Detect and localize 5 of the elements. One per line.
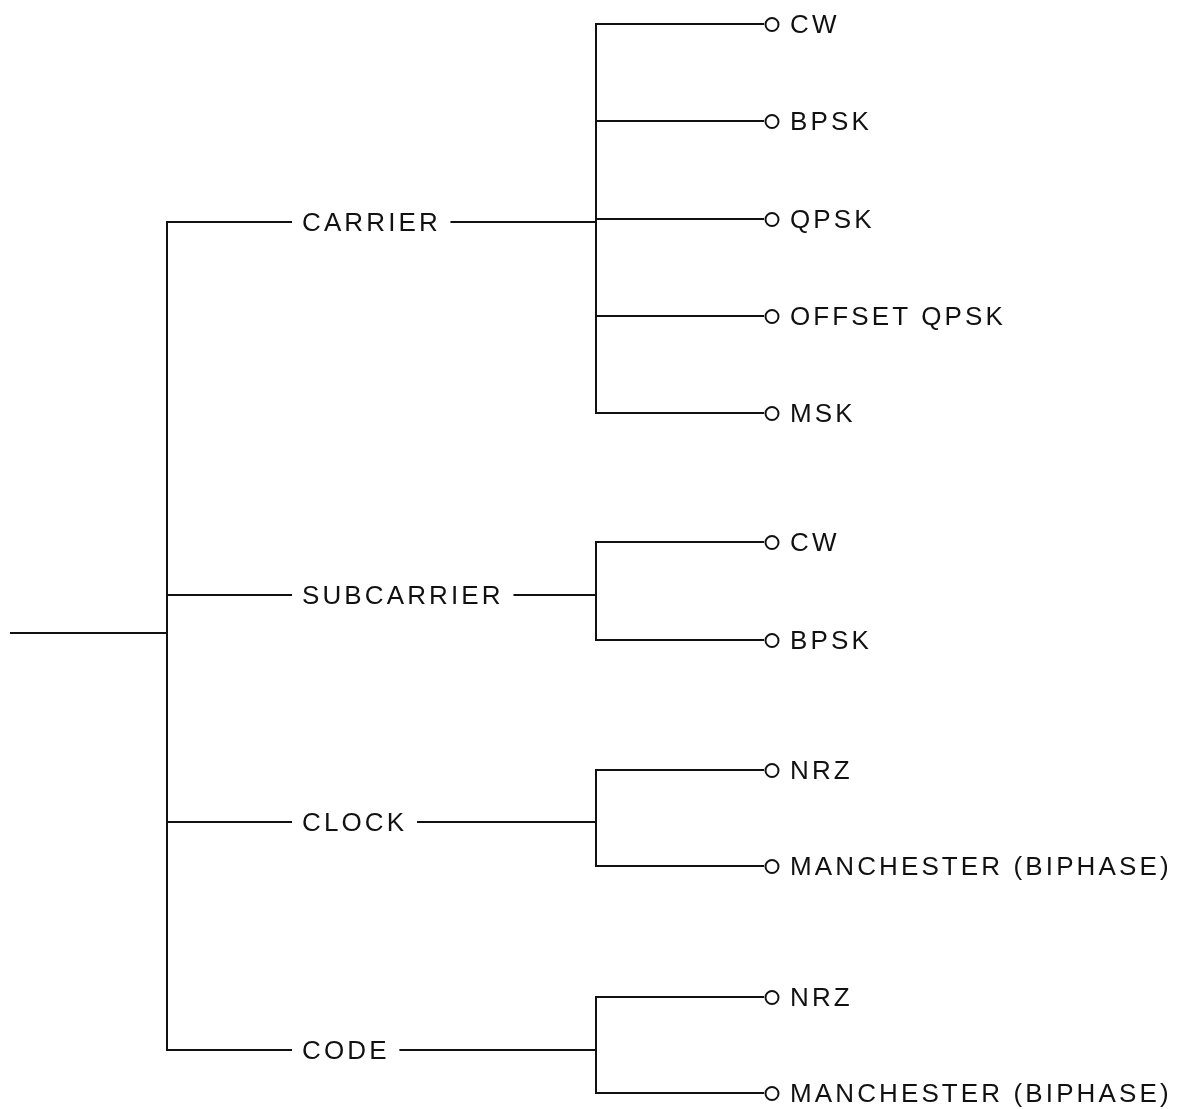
connector-line: [449, 221, 765, 414]
connector-line: [9, 632, 293, 1051]
connector-line: [512, 594, 765, 641]
connector-line: [398, 1049, 765, 1094]
connector-line: [416, 821, 765, 867]
